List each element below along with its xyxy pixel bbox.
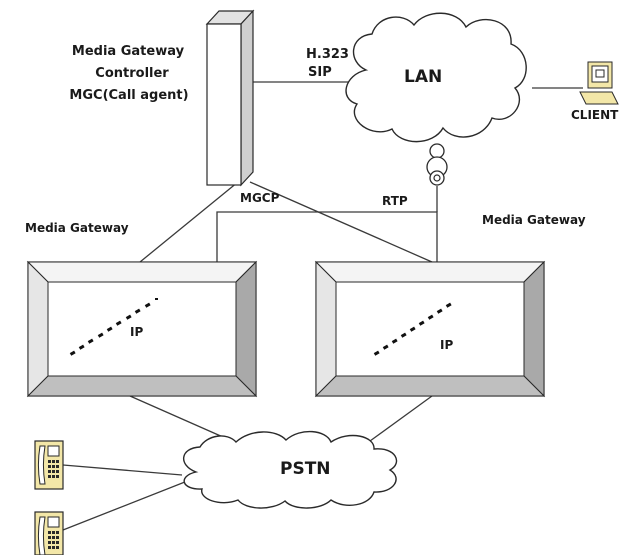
controller-label-line2: Controller [95,66,169,81]
gateway-right-bevel-right [523,260,545,398]
pstn-cloud [183,430,398,509]
phone-top-to-pstn-line [62,464,183,476]
mgc-to-left-gateway-line [139,181,239,263]
media-gateway-right-label: Media Gateway [482,213,586,227]
mgc-to-right-gateway-line [249,181,433,263]
sip-label: SIP [308,65,332,80]
gateway-left-screen [47,281,237,377]
h323-label: H.323 [306,47,349,62]
controller-label-line1: Media Gateway [72,44,185,59]
gateway-right-screen [335,281,525,377]
gateway-left-bevel-bottom [26,375,258,397]
mgc-server-front [206,23,242,186]
lan-cloud-bubble [429,143,445,159]
gateway-right-bevel-left [315,260,337,398]
right-gateway-to-pstn-line [369,395,433,442]
gateway-right-bevel-top [314,261,546,283]
telephone-icon [34,511,64,555]
client-keyboard [579,91,619,105]
client-screen-detail [595,69,605,78]
lan-label: LAN [404,67,442,87]
controller-label-line3: MGC(Call agent) [69,88,188,103]
phone-bottom-to-pstn-line [62,477,196,531]
mgc-server [205,9,255,187]
media-gateway-left-label: Media Gateway [25,221,129,235]
client-computer-icon [579,61,619,105]
gateway-left-bevel-left [27,260,49,398]
client-label: CLIENT [571,108,619,122]
client-screen [591,65,609,83]
gateway-right-ip-dots [373,302,452,356]
rtp-label: RTP [382,194,408,208]
media-gateway-left [26,260,258,398]
left-gateway-to-pstn-line [129,395,233,442]
media-gateway-right [314,260,546,398]
lan-cloud-shape [345,12,527,143]
pstn-label: PSTN [280,459,331,479]
mgcp-label: MGCP [240,191,280,205]
lan-cloud-bubble [433,174,441,182]
gateway-right-bevel-bottom [314,375,546,397]
gateway-left-ip-dots [69,298,158,356]
connection-lines [62,81,583,531]
mgc-server-side [240,9,254,187]
gateway-left-bevel-right [235,260,257,398]
rtp-link-line [216,211,438,262]
gateway-right-ip-label: IP [440,338,453,352]
telephone-icon [34,440,64,490]
gateway-left-ip-label: IP [130,325,143,339]
lan-cloud [345,12,527,186]
gateway-left-bevel-top [26,261,258,283]
